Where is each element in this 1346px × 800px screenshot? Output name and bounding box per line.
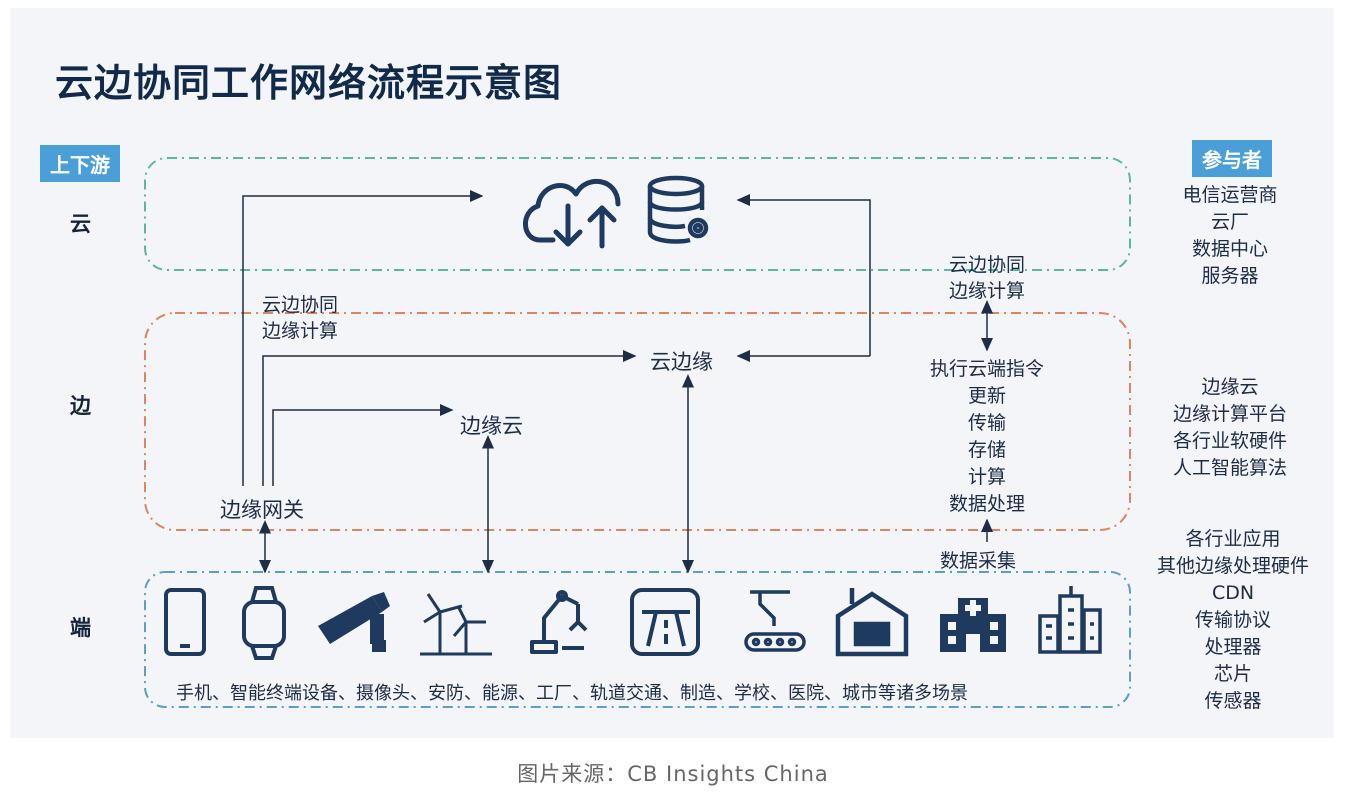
right-compute-label: 云边协同 边缘计算 [937,252,1037,304]
cloud-updown-icon [523,178,621,249]
participant-item: 传输协议 [1194,609,1271,631]
arrow-gateway-to-edge-cloud [272,404,454,486]
right-compute-line-2: 边缘计算 [948,280,1025,302]
left-compute-label: 云边协同 边缘计算 [250,292,350,344]
cloud-edge-node: 云边缘 [650,350,713,374]
right-compute-line-1: 云边协同 [948,254,1025,276]
participant-item: 电信运营商 [1182,184,1278,206]
participants-tag: 参与者 [1192,140,1272,177]
devices-caption: 手机、智能终端设备、摄像头、安防、能源、工厂、轨道交通、制造、学校、医院、城市等… [176,683,968,704]
highway-icon [630,588,700,656]
participant-item: 边缘云 [1201,376,1259,398]
image-source-caption: 图片来源：CB Insights China [517,762,829,786]
left-compute-line-1: 云边协同 [261,294,338,316]
participant-item: 芯片 [1213,663,1252,685]
participant-item: 各行业软硬件 [1172,430,1287,452]
smartwatch-icon [242,586,286,660]
task-item: 更新 [967,385,1006,407]
edge-cloud-node: 边缘云 [460,414,523,438]
upstream-downstream-tag: 上下游 [40,145,120,182]
participant-item: 其他边缘处理硬件 [1156,555,1309,577]
cloud-layer-box [144,157,1131,271]
participant-item: 传感器 [1204,690,1262,712]
participant-item: 边缘计算平台 [1172,403,1287,425]
phone-icon [164,588,206,656]
participant-item: 人工智能算法 [1172,457,1287,479]
participant-item: CDN [1211,582,1255,604]
task-item: 执行云端指令 [929,358,1044,380]
participants-edge: 边缘云 边缘计算平台 各行业软硬件 人工智能算法 [1150,374,1310,482]
layer-label-edge: 边 [70,394,91,418]
school-icon [835,588,909,657]
database-gear-icon [647,175,709,244]
city-icon [1038,586,1102,654]
arrow-right-to-cloud [736,194,871,356]
robot-arm-icon [530,590,588,654]
edge-layer-box [144,312,1131,531]
arrow-gateway-to-cloud-edge [262,350,637,486]
right-tasks-list: 执行云端指令 更新 传输 存储 计算 数据处理 [907,356,1067,518]
task-item: 存储 [967,439,1006,461]
participant-item: 各行业应用 [1185,528,1281,550]
task-item: 传输 [967,412,1006,434]
participant-item: 服务器 [1201,265,1259,287]
left-compute-line-2: 边缘计算 [261,320,338,342]
participant-item: 处理器 [1204,636,1262,658]
edge-gateway-node: 边缘网关 [220,498,304,522]
task-item: 数据处理 [948,493,1025,515]
wind-turbine-icon [420,593,492,656]
diagram-panel [10,8,1334,738]
assembly-line-icon [744,590,806,652]
camera-icon [318,592,390,652]
arrow-gateway-to-cloud [242,190,484,486]
participants-end: 各行业应用 其他边缘处理硬件 CDN 传输协议 处理器 芯片 传感器 [1140,526,1326,715]
participant-item: 云厂 [1210,211,1249,233]
participant-item: 数据中心 [1191,238,1268,260]
layer-label-cloud: 云 [70,212,91,236]
participants-cloud: 电信运营商 云厂 数据中心 服务器 [1150,182,1310,290]
hospital-icon [940,598,1006,652]
data-collect-label: 数据采集 [940,550,1017,572]
task-item: 计算 [967,466,1006,488]
layer-label-end: 端 [70,616,91,640]
page-title: 云边协同工作网络流程示意图 [55,61,563,105]
